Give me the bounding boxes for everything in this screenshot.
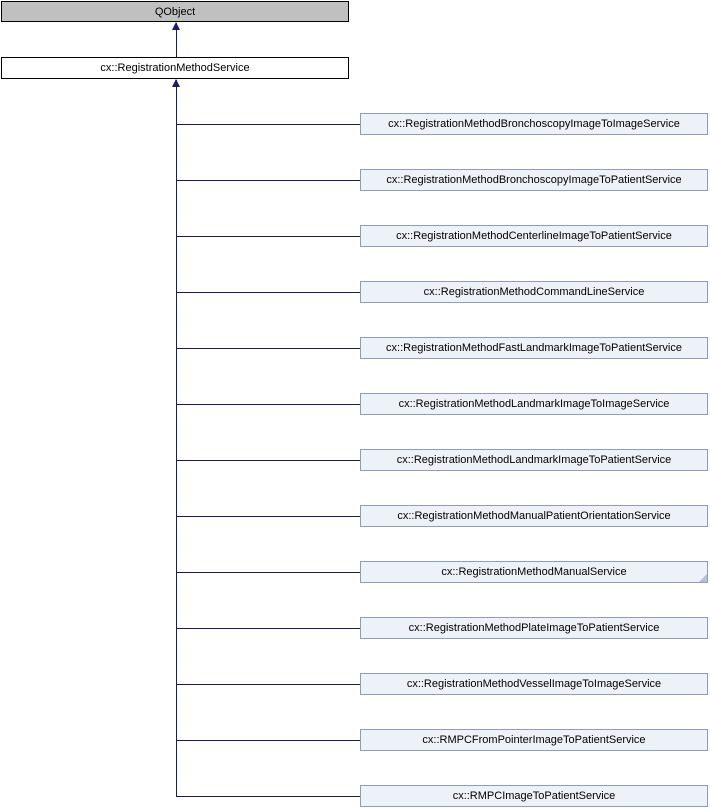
class-node[interactable]: cx::RMPCImageToPatientService [360,785,708,807]
connector-line [176,236,361,237]
trunk-connector-line [176,80,177,796]
class-node[interactable]: cx::RegistrationMethodManualService [360,561,708,583]
inheritance-row: cx::RegistrationMethodLandmarkImageToPat… [176,449,708,471]
inheritance-row: cx::RegistrationMethodManualService [176,561,708,583]
connector-line [176,180,361,181]
connector-line [176,740,361,741]
class-node-label: cx::RegistrationMethodFastLandmarkImageT… [386,342,682,354]
inheritance-row: cx::RMPCFromPointerImageToPatientService [176,729,708,751]
class-node[interactable]: cx::RegistrationMethodBronchoscopyImageT… [360,113,708,135]
inheritance-row: cx::RegistrationMethodManualPatientOrien… [176,505,708,527]
class-node-label: cx::RMPCImageToPatientService [452,790,616,802]
inheritance-row: cx::RegistrationMethodBronchoscopyImageT… [176,113,708,135]
connector-line [176,23,177,57]
class-node-label: cx::RegistrationMethodBronchoscopyImageT… [386,174,682,186]
class-node-label: cx::RegistrationMethodManualPatientOrien… [397,510,671,522]
class-node-label: cx::RegistrationMethodLandmarkImageToIma… [398,398,670,410]
inheritance-row: cx::RegistrationMethodCenterlineImageToP… [176,225,708,247]
class-node-qobject: QObject [1,1,349,22]
connector-line [176,516,361,517]
class-node[interactable]: cx::RegistrationMethodCenterlineImageToP… [360,225,708,247]
inheritance-row: cx::RegistrationMethodFastLandmarkImageT… [176,337,708,359]
class-node[interactable]: cx::RegistrationMethodCommandLineService [360,281,708,303]
connector-line [176,124,361,125]
hidden-children-indicator [699,574,707,582]
class-node-label: cx::RegistrationMethodBronchoscopyImageT… [388,118,680,130]
connector-line [176,628,361,629]
connector-line [176,460,361,461]
connector-line [176,684,361,685]
inheritance-row: cx::RegistrationMethodLandmarkImageToIma… [176,393,708,415]
class-node[interactable]: cx::RegistrationMethodLandmarkImageToIma… [360,393,708,415]
class-node[interactable]: cx::RegistrationMethodBronchoscopyImageT… [360,169,708,191]
connector-line [176,404,361,405]
connector-line [176,796,361,797]
inheritance-row: cx::RegistrationMethodCommandLineService [176,281,708,303]
class-node[interactable]: cx::RegistrationMethodLandmarkImageToPat… [360,449,708,471]
class-node-label: cx::RMPCFromPointerImageToPatientService [422,734,646,746]
class-node-label: cx::RegistrationMethodLandmarkImageToPat… [396,454,672,466]
class-node[interactable]: cx::RegistrationMethodFastLandmarkImageT… [360,337,708,359]
inheritance-row: cx::RegistrationMethodPlateImageToPatien… [176,617,708,639]
class-node-label: cx::RegistrationMethodCenterlineImageToP… [396,230,672,242]
inheritance-row: cx::RegistrationMethodVesselImageToImage… [176,673,708,695]
class-node[interactable]: cx::RegistrationMethodPlateImageToPatien… [360,617,708,639]
connector-line [176,572,361,573]
class-node-label: cx::RegistrationMethodService [100,62,250,74]
class-node-label: cx::RegistrationMethodManualService [441,566,627,578]
inheritance-row: cx::RegistrationMethodBronchoscopyImageT… [176,169,708,191]
connector-line [176,348,361,349]
class-node-label: cx::RegistrationMethodVesselImageToImage… [406,678,662,690]
inheritance-row: cx::RMPCImageToPatientService [176,785,708,807]
class-node[interactable]: cx::RegistrationMethodVesselImageToImage… [360,673,708,695]
class-node-label: QObject [154,5,196,18]
class-node-label: cx::RegistrationMethodPlateImageToPatien… [408,622,660,634]
class-node-registrationmethodservice[interactable]: cx::RegistrationMethodService [1,57,349,79]
class-node[interactable]: cx::RMPCFromPointerImageToPatientService [360,729,708,751]
class-node-label: cx::RegistrationMethodCommandLineService [423,286,645,298]
class-node[interactable]: cx::RegistrationMethodManualPatientOrien… [360,505,708,527]
connector-line [176,292,361,293]
